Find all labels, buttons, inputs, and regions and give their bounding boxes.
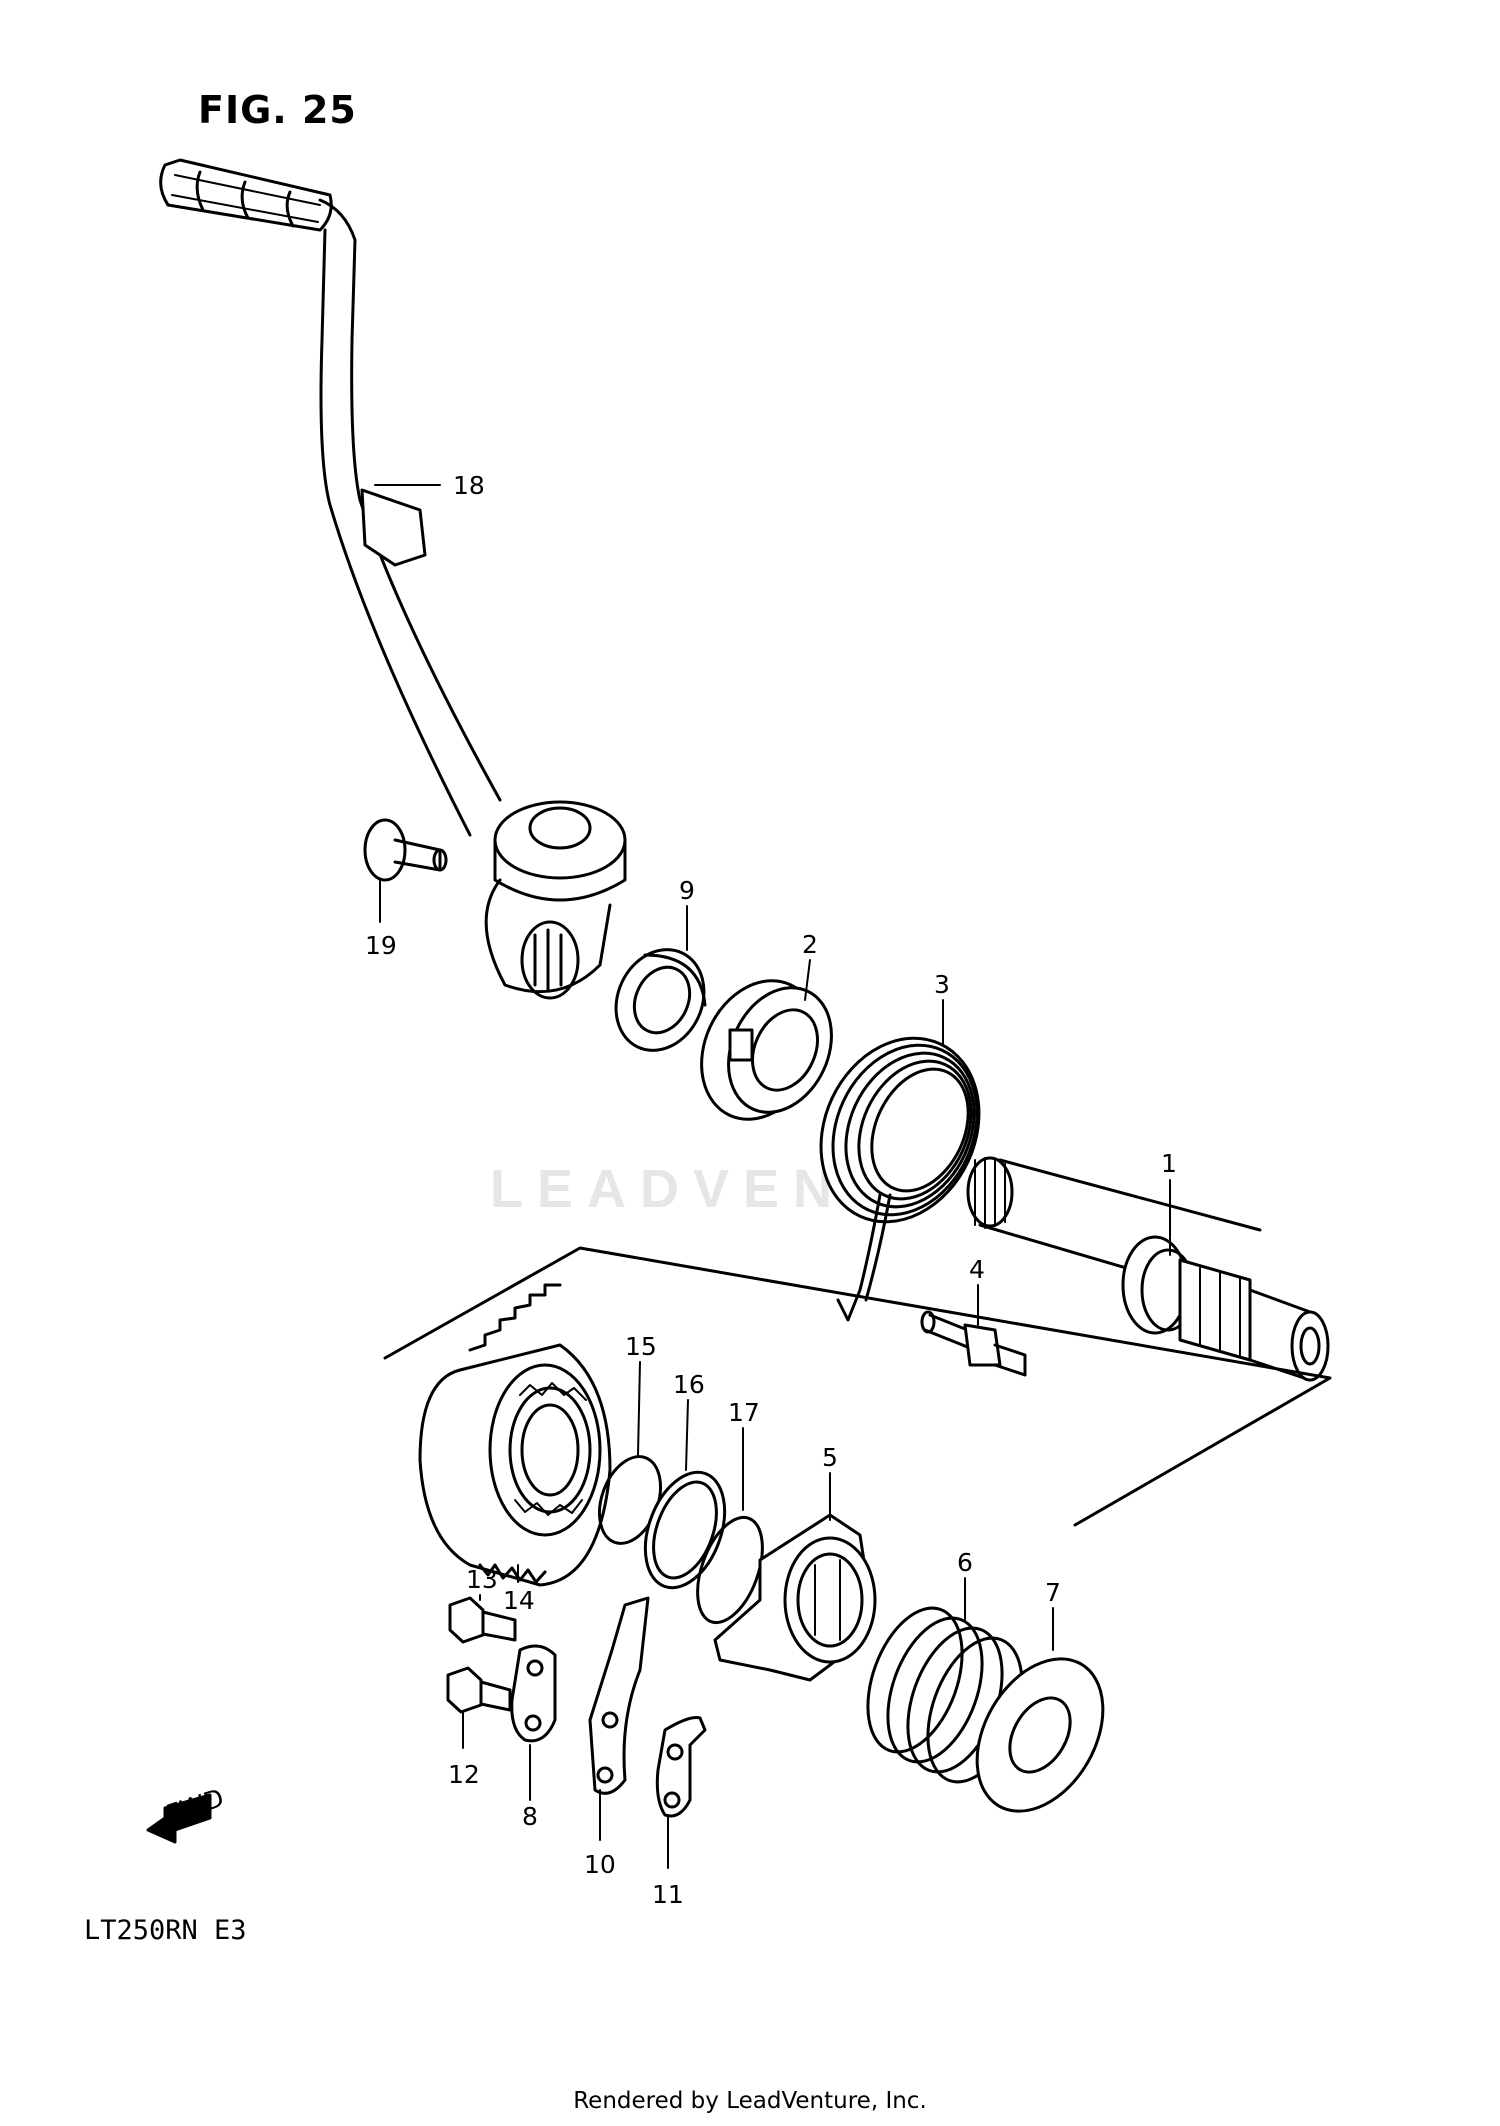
footer-credit: Rendered by LeadVenture, Inc. (573, 2088, 927, 2114)
washer-7-part[interactable] (951, 1636, 1128, 1833)
leader-line-2 (804, 959, 811, 1001)
circlip-17-part[interactable] (685, 1509, 775, 1632)
subassembly-bracket (383, 1246, 1332, 1527)
callout-5: 5 (822, 1443, 838, 1472)
callout-19: 19 (365, 931, 397, 960)
plate-8-part[interactable] (510, 1644, 557, 1743)
callout-1: 1 (1161, 1149, 1177, 1178)
stud-bolt-4-part[interactable] (920, 1310, 1027, 1377)
kick-gear-14-part[interactable] (418, 1283, 612, 1587)
callout-18: 18 (453, 471, 485, 500)
spring-guide-2-part[interactable] (680, 962, 851, 1139)
callout-15: 15 (625, 1332, 657, 1361)
callout-7: 7 (1045, 1578, 1061, 1607)
callout-16: 16 (673, 1370, 705, 1399)
kick-lever-part[interactable] (159, 158, 627, 1000)
callout-6: 6 (957, 1548, 973, 1577)
guide-10-part[interactable] (588, 1596, 650, 1795)
oil-seal-9-part[interactable] (600, 935, 720, 1065)
callout-9: 9 (679, 876, 695, 905)
leader-line-15 (637, 1361, 641, 1456)
callout-10: 10 (584, 1850, 616, 1879)
ratchet-5-part[interactable] (713, 1513, 877, 1682)
model-code: LT250RN E3 (84, 1915, 247, 1946)
callout-17: 17 (728, 1398, 760, 1427)
callout-3: 3 (934, 970, 950, 999)
callout-8: 8 (522, 1802, 538, 1831)
callout-4: 4 (969, 1255, 985, 1284)
callout-11: 11 (652, 1880, 684, 1909)
callout-14: 14 (503, 1586, 535, 1615)
watermark: LEADVEN (490, 1159, 847, 1219)
bolt-13-part[interactable] (448, 1596, 517, 1644)
kick-spring-3-part[interactable] (792, 1012, 1008, 1322)
callout-13: 13 (466, 1565, 498, 1594)
figure-title: FIG. 25 (198, 88, 357, 132)
bolt-12-part[interactable] (446, 1666, 512, 1714)
fwd-arrow-icon (146, 1793, 212, 1844)
plate-11-part[interactable] (655, 1716, 707, 1818)
callout-2: 2 (802, 930, 818, 959)
kick-shaft-1-part[interactable] (966, 1156, 1330, 1382)
callout-12: 12 (448, 1760, 480, 1789)
leader-line-16 (685, 1399, 689, 1471)
bolt-19-part[interactable] (363, 818, 448, 882)
